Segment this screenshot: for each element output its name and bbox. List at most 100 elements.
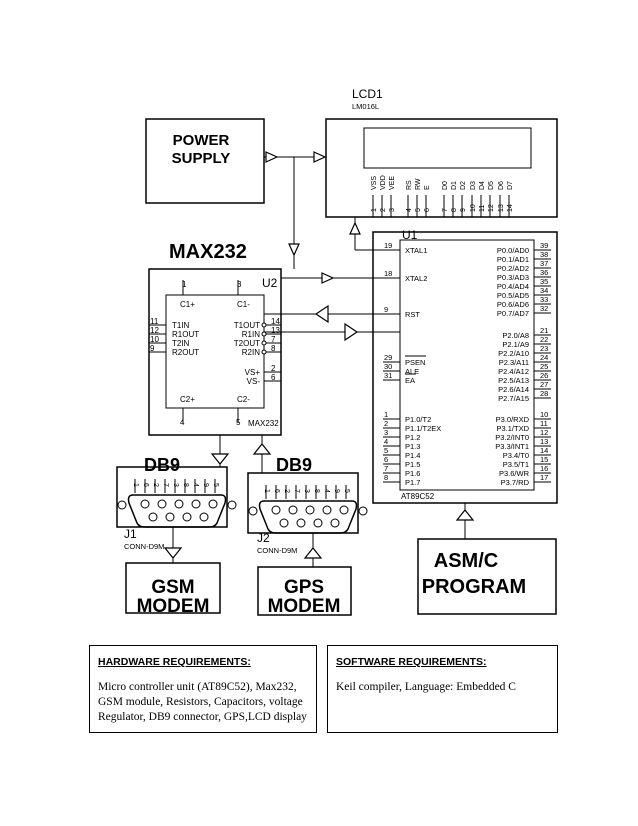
mcu-pin-name: P1.2: [405, 433, 420, 442]
db9-pin-dot: [191, 499, 201, 509]
mcu-pin-name: P2.6/A14: [498, 385, 529, 394]
lcd-pin-number: 9: [460, 208, 467, 212]
lcd-pin-name-d6: D6: [498, 181, 505, 190]
mcu-pin-num: 16: [540, 464, 548, 473]
max232-pin-name: T1IN: [172, 321, 190, 330]
mcu-to-max232-arrow: [314, 304, 329, 324]
mcu-pin-num: 28: [540, 389, 548, 398]
lcd-pin-number: 6: [424, 208, 431, 212]
power-supply-label-2: SUPPLY: [172, 150, 231, 167]
mcu-pin-num: 15: [540, 455, 548, 464]
mcu-pin-num: 38: [540, 250, 548, 259]
max232-pin-num: 13: [271, 326, 280, 335]
db9-pin-dot: [157, 499, 167, 509]
mcu-pin-name: P2.5/A13: [498, 376, 529, 385]
mcu-body: [399, 239, 535, 491]
hardware-requirements-box: HARDWARE REQUIREMENTS: Micro controller …: [89, 645, 317, 733]
db9-right-frame: [247, 472, 359, 534]
mcu-pin-name: P0.1/AD1: [497, 255, 529, 264]
gps-label-1: GPS: [284, 577, 324, 598]
db9-pin-num: 9: [333, 489, 340, 493]
mcu-pin-name: P3.4/T0: [503, 451, 529, 460]
software-requirements-box: SOFTWARE REQUIREMENTS: Keil compiler, La…: [327, 645, 558, 733]
db9-pin-num: 2: [283, 489, 290, 493]
db9-pin-num: 7: [162, 483, 169, 487]
mcu-pin-name: P1.7: [405, 478, 420, 487]
mcu-pin-name: P3.1/TXD: [496, 424, 529, 433]
gps-to-db9-right-arrow: [303, 547, 323, 559]
power-supply-label-1: POWER: [173, 132, 230, 149]
mcu-pin-name: P2.2/A10: [498, 349, 529, 358]
db9-pin-num: 3: [303, 489, 310, 493]
db9-right-to-max232-arrow: [252, 443, 272, 455]
program-label-1: ASM/C: [434, 550, 498, 572]
max232-pin-5: 5: [236, 418, 241, 427]
lcd-pin-name-d2: D2: [460, 181, 467, 190]
db9-pin-num: 4: [192, 483, 199, 487]
mcu-pin-name: P1.6: [405, 469, 420, 478]
mcu-pin-name: P0.3/AD3: [497, 273, 529, 282]
lcd-ref: LCD1: [352, 87, 383, 101]
mcu-pin-num: 27: [540, 380, 548, 389]
mcu-pin-num: 26: [540, 371, 548, 380]
max232-pin-num: 11: [150, 317, 159, 326]
max232-pin-name: R1IN: [242, 330, 260, 339]
mcu-pin-name: P2.3/A11: [499, 358, 529, 367]
mcu-pin-name: P3.0/RXD: [496, 415, 530, 424]
lcd-pin-number: 8: [451, 208, 458, 212]
db9-pin-dot: [288, 505, 298, 515]
mcu-pin-name: P3.6/WR: [499, 469, 530, 478]
db9-pin-num: 1: [132, 483, 139, 487]
mcu-box: [372, 231, 558, 504]
lcd-pin-number: 7: [442, 208, 449, 212]
lcd-pin-number: 14: [507, 204, 514, 212]
max232-outer: [148, 268, 282, 436]
max232-pin-num: 9: [150, 344, 155, 353]
max232-pin-num: 6: [271, 373, 276, 382]
db9-pin-dot: [148, 512, 158, 522]
mcu-part: AT89C52: [401, 492, 435, 501]
max232-c2plus: C2+: [180, 395, 195, 404]
lcd-pin-name-d1: D1: [451, 181, 458, 190]
db9-left-ref: J1: [124, 527, 137, 541]
mcu-pin-num: 25: [540, 362, 548, 371]
mcu-pin-num: 1: [384, 410, 388, 419]
mcu-pin-num: 22: [540, 335, 548, 344]
max232-pin-name: T1OUT: [234, 321, 260, 330]
db9-pin-dot: [208, 499, 218, 509]
db9-pin-dot: [305, 505, 315, 515]
hardware-requirements-title: HARDWARE REQUIREMENTS:: [98, 656, 251, 668]
mcu-pin-num: 33: [540, 295, 548, 304]
db9-left-title: DB9: [144, 455, 180, 475]
lcd-pin-number: 12: [488, 204, 495, 212]
lcd-pin-name-d0: D0: [442, 181, 449, 190]
max232-pin-name: R1OUT: [172, 330, 199, 339]
db9-pin-dot: [313, 518, 323, 528]
max232-pin-num: 10: [150, 335, 159, 344]
mcu-pin-name: P0.7/AD7: [497, 309, 529, 318]
db9-pin-dot: [271, 505, 281, 515]
mcu-pin-num: 2: [384, 419, 388, 428]
max232-pin-name: VS+: [245, 368, 261, 377]
db9-mount-hole: [117, 500, 127, 510]
max232-pin-bubble: [261, 349, 267, 355]
max232-pin-3: 3: [237, 280, 242, 289]
mcu-pin-name: P2.1/A9: [502, 340, 529, 349]
db9-pin-dot: [279, 518, 289, 528]
mcu-pin-num: 19: [384, 241, 392, 250]
max232-to-db9-left-arrow: [210, 453, 230, 465]
max232-pin-1: 1: [182, 280, 187, 289]
mcu-pin-name: P0.2/AD2: [497, 264, 529, 273]
lcd-pin-number: 10: [470, 204, 477, 212]
mcu-pin-name: P2.7/A15: [498, 394, 529, 403]
lcd-pin-number: 5: [415, 208, 422, 212]
mcu-pin-name: P3.2/INT0: [495, 433, 529, 442]
mcu-pin-name: P2.4/A12: [498, 367, 529, 376]
lcd-pin-name-e: E: [424, 185, 431, 190]
db9-mount-hole: [358, 506, 368, 516]
mcu-pin-num: 13: [540, 437, 548, 446]
mcu-pin-name: XTAL1: [405, 246, 427, 255]
db9-pin-num: 6: [142, 483, 149, 487]
mcu-pin-name: P3.7/RD: [501, 478, 530, 487]
